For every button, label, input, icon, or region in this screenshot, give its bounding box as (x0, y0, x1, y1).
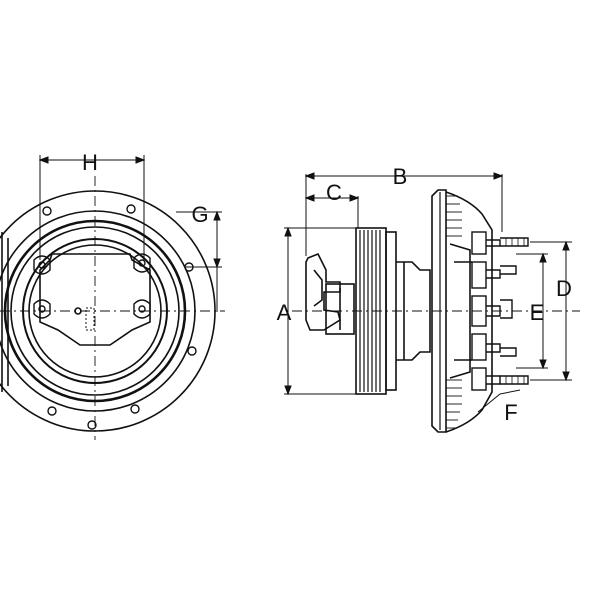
dimension-c (304, 194, 360, 228)
front-view (0, 155, 225, 440)
label-d: D (556, 276, 572, 301)
side-view (284, 172, 580, 433)
label-b: B (393, 164, 408, 189)
dimension-b (304, 172, 504, 256)
mounting-plate (39, 253, 151, 346)
dimension-f (477, 389, 521, 413)
dimension-e (516, 252, 548, 370)
housing-ring-inner (10, 226, 180, 396)
front-mount (305, 252, 355, 335)
dimension-a (284, 226, 356, 396)
label-a: A (277, 300, 292, 325)
label-c: C (326, 180, 342, 205)
label-g: G (191, 202, 208, 227)
dimension-d (530, 240, 572, 382)
dimension-h (38, 155, 146, 260)
dimension-g (176, 210, 222, 312)
neck (396, 261, 431, 361)
label-h: H (82, 150, 98, 175)
plate-slots (33, 253, 151, 319)
label-e: E (530, 300, 545, 325)
label-f: F (504, 400, 517, 425)
